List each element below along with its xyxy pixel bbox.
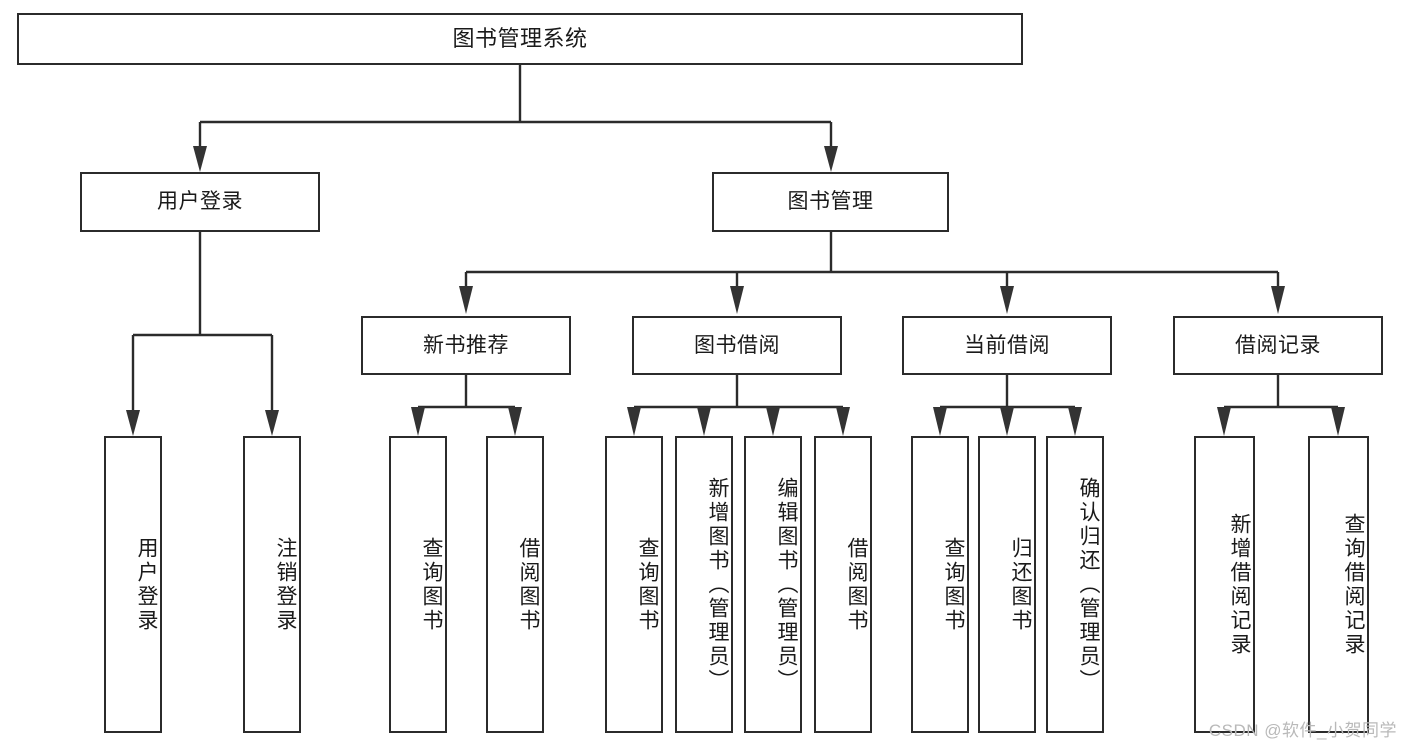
- arrowhead-leaf-borrow-1: [697, 407, 711, 436]
- arrowhead-leaf-records-0: [1217, 407, 1231, 436]
- node-leaf-user-login-1[interactable]: 注销登录: [243, 436, 301, 733]
- node-leaf-label: 查询图书: [636, 536, 659, 633]
- node-leaf-current-borrow-2[interactable]: 确认归还（管理员）: [1046, 436, 1104, 733]
- node-leaf-label: 查询借阅记录: [1342, 512, 1365, 657]
- arrowhead-level2-3: [1271, 286, 1285, 314]
- node-leaf-label: 新增图书（管理员）: [706, 476, 729, 693]
- node-leaf-book-borrow-3[interactable]: 借阅图书: [814, 436, 872, 733]
- arrowhead-leaf-records-1: [1331, 407, 1345, 436]
- node-root-label: 图书管理系统: [452, 25, 588, 51]
- node-leaf-label: 查询图书: [420, 536, 443, 633]
- node-leaf-borrow-records-1[interactable]: 查询借阅记录: [1308, 436, 1369, 733]
- arrowhead-leaf-current-1: [1000, 407, 1014, 436]
- node-current-borrow-label: 当前借阅: [964, 333, 1050, 357]
- node-leaf-book-borrow-1[interactable]: 新增图书（管理员）: [675, 436, 733, 733]
- node-leaf-label: 借阅图书: [517, 536, 540, 633]
- arrowhead-leaf-user-login-0: [126, 410, 140, 436]
- node-leaf-label: 借阅图书: [845, 536, 868, 633]
- node-leaf-label: 新增借阅记录: [1228, 512, 1251, 657]
- arrowhead-user-login: [193, 146, 207, 172]
- node-user-login-label: 用户登录: [157, 190, 243, 214]
- node-current-borrow[interactable]: 当前借阅: [902, 316, 1112, 375]
- node-leaf-book-borrow-2[interactable]: 编辑图书（管理员）: [744, 436, 802, 733]
- arrowhead-leaf-newbook-0: [411, 407, 425, 436]
- node-leaf-new-book-recommend-0[interactable]: 查询图书: [389, 436, 447, 733]
- node-leaf-label: 注销登录: [274, 536, 297, 633]
- node-book-borrow[interactable]: 图书借阅: [632, 316, 842, 375]
- node-leaf-label: 查询图书: [942, 536, 965, 633]
- node-leaf-label: 用户登录: [135, 536, 158, 633]
- arrowhead-leaf-newbook-1: [508, 407, 522, 436]
- node-leaf-current-borrow-0[interactable]: 查询图书: [911, 436, 969, 733]
- node-leaf-label: 编辑图书（管理员）: [775, 476, 798, 693]
- node-leaf-current-borrow-1[interactable]: 归还图书: [978, 436, 1036, 733]
- node-borrow-records-label: 借阅记录: [1235, 333, 1321, 357]
- node-leaf-user-login-0[interactable]: 用户登录: [104, 436, 162, 733]
- arrowhead-level2-1: [730, 286, 744, 314]
- watermark: CSDN @软件_小贺同学: [1208, 721, 1397, 740]
- arrowhead-level2-0: [459, 286, 473, 314]
- node-leaf-borrow-records-0[interactable]: 新增借阅记录: [1194, 436, 1255, 733]
- node-leaf-label: 确认归还（管理员）: [1077, 476, 1100, 693]
- node-book-management-label: 图书管理: [787, 190, 874, 214]
- node-leaf-book-borrow-0[interactable]: 查询图书: [605, 436, 663, 733]
- node-leaf-label: 归还图书: [1009, 536, 1032, 633]
- arrowhead-level2-2: [1000, 286, 1014, 314]
- node-new-book-recommend-label: 新书推荐: [423, 333, 509, 357]
- arrowhead-leaf-borrow-3: [836, 407, 850, 436]
- node-book-management[interactable]: 图书管理: [712, 172, 949, 232]
- arrowhead-leaf-current-0: [933, 407, 947, 436]
- node-new-book-recommend[interactable]: 新书推荐: [361, 316, 571, 375]
- node-user-login[interactable]: 用户登录: [80, 172, 320, 232]
- arrowhead-leaf-current-2: [1068, 407, 1082, 436]
- node-book-borrow-label: 图书借阅: [694, 333, 780, 357]
- arrowhead-leaf-borrow-0: [627, 407, 641, 436]
- node-borrow-records[interactable]: 借阅记录: [1173, 316, 1383, 375]
- node-root[interactable]: 图书管理系统: [17, 13, 1023, 65]
- arrowhead-leaf-borrow-2: [766, 407, 780, 436]
- node-leaf-new-book-recommend-1[interactable]: 借阅图书: [486, 436, 544, 733]
- arrowhead-book-manage: [824, 146, 838, 172]
- arrowhead-leaf-user-login-1: [265, 410, 279, 436]
